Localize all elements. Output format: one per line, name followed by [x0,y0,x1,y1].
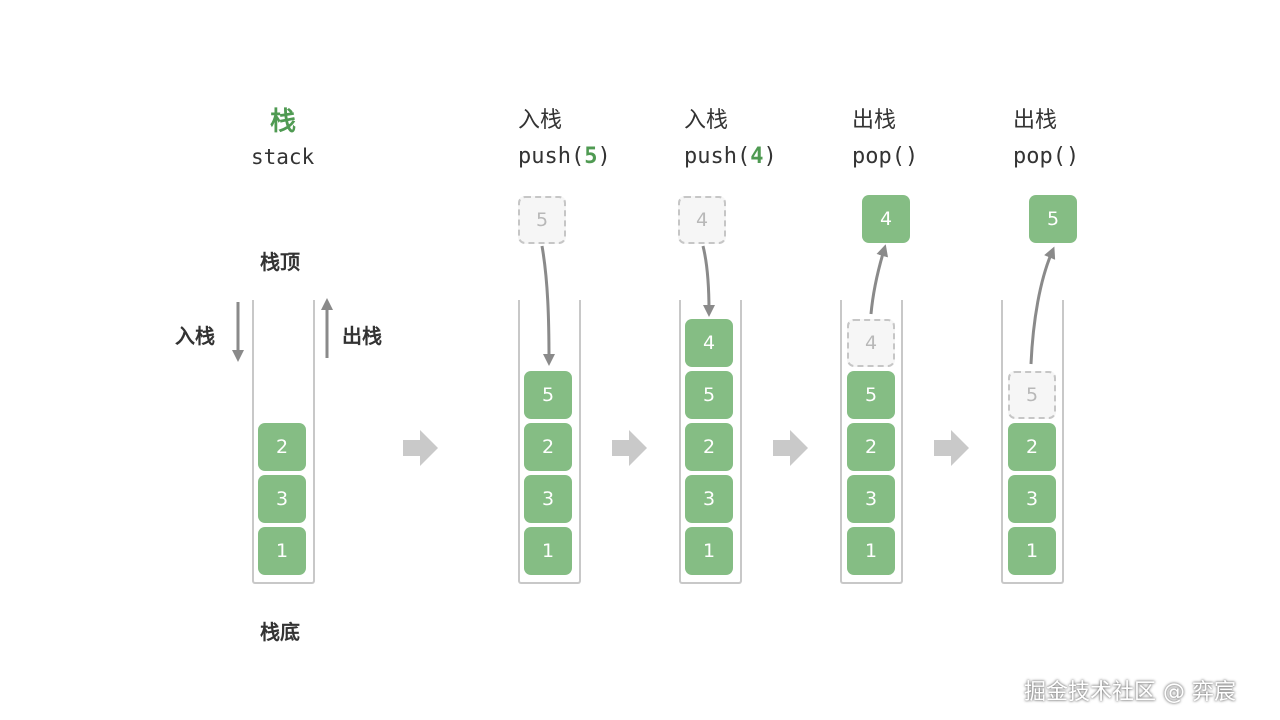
intro-title: 栈 [270,107,297,137]
step-3-label: 出栈 [852,108,897,133]
step-3-stack-container [840,300,903,584]
step-2-close: ) [763,144,777,169]
step-3-moving-element: 4 [862,195,910,243]
step-1-stack-container [518,300,581,584]
intro-stack-item: 2 [258,423,306,471]
step-1-arg: 5 [584,144,598,169]
step-3-stack-item-removed: 4 [847,319,895,367]
step-4-stack-item: 3 [1008,475,1056,523]
step-2-stack-item: 3 [685,475,733,523]
step-3-stack-item: 3 [847,475,895,523]
step-4-stack-item: 2 [1008,423,1056,471]
step-1-label: 入栈 [518,108,563,133]
intro-subtitle: stack [251,145,315,169]
step-3-pop-arrow-icon [869,244,889,315]
intro-stack-item: 1 [258,527,306,575]
step-4-stack-item: 1 [1008,527,1056,575]
flow-arrow-icon [934,430,969,466]
flow-arrow-icon [403,430,438,466]
step-1-stack-item: 3 [524,475,572,523]
step-2-stack-item: 4 [685,319,733,367]
step-4-stack-container [1001,300,1064,584]
step-1-operation: push(5) [518,146,611,168]
step-3-stack-item: 2 [847,423,895,471]
intro-stack-container [252,300,315,584]
stack-top-label: 栈顶 [260,250,300,274]
step-3-stack-item: 5 [847,371,895,419]
step-2-operation: push(4) [684,146,777,168]
step-1-op: push( [518,144,585,169]
step-1-close: ) [597,144,611,169]
step-4-op: pop() [1013,144,1080,169]
step-1-stack-item: 2 [524,423,572,471]
step-2-stack-item: 5 [685,371,733,419]
stack-bottom-label: 栈底 [260,620,300,644]
step-3-op: pop() [852,144,919,169]
intro-stack-item: 3 [258,475,306,523]
step-2-arg: 4 [750,144,764,169]
step-2-stack-item: 1 [685,527,733,575]
step-1-stack-item: 1 [524,527,572,575]
step-4-stack-item-removed: 5 [1008,371,1056,419]
step-2-stack-item: 2 [685,423,733,471]
step-2-label: 入栈 [684,108,729,133]
step-3-stack-item: 1 [847,527,895,575]
step-2-op: push( [684,144,751,169]
step-1-moving-element: 5 [518,196,566,244]
pop-label: 出栈 [342,324,382,348]
step-4-label: 出栈 [1013,108,1058,133]
step-4-pop-arrow-icon [1029,246,1056,365]
step-1-stack-item: 5 [524,371,572,419]
step-2-moving-element: 4 [678,196,726,244]
step-2-stack-container [679,300,742,584]
flow-arrow-icon [612,430,647,466]
step-3-operation: pop() [852,146,918,168]
step-2-push-arrow-icon [701,245,715,317]
watermark: 掘金技术社区 @ 弈宸 [1024,680,1236,705]
step-4-operation: pop() [1013,146,1079,168]
step-1-push-arrow-icon [540,245,555,366]
step-4-moving-element: 5 [1029,195,1077,243]
push-label: 入栈 [175,324,215,348]
flow-arrow-icon [773,430,808,466]
